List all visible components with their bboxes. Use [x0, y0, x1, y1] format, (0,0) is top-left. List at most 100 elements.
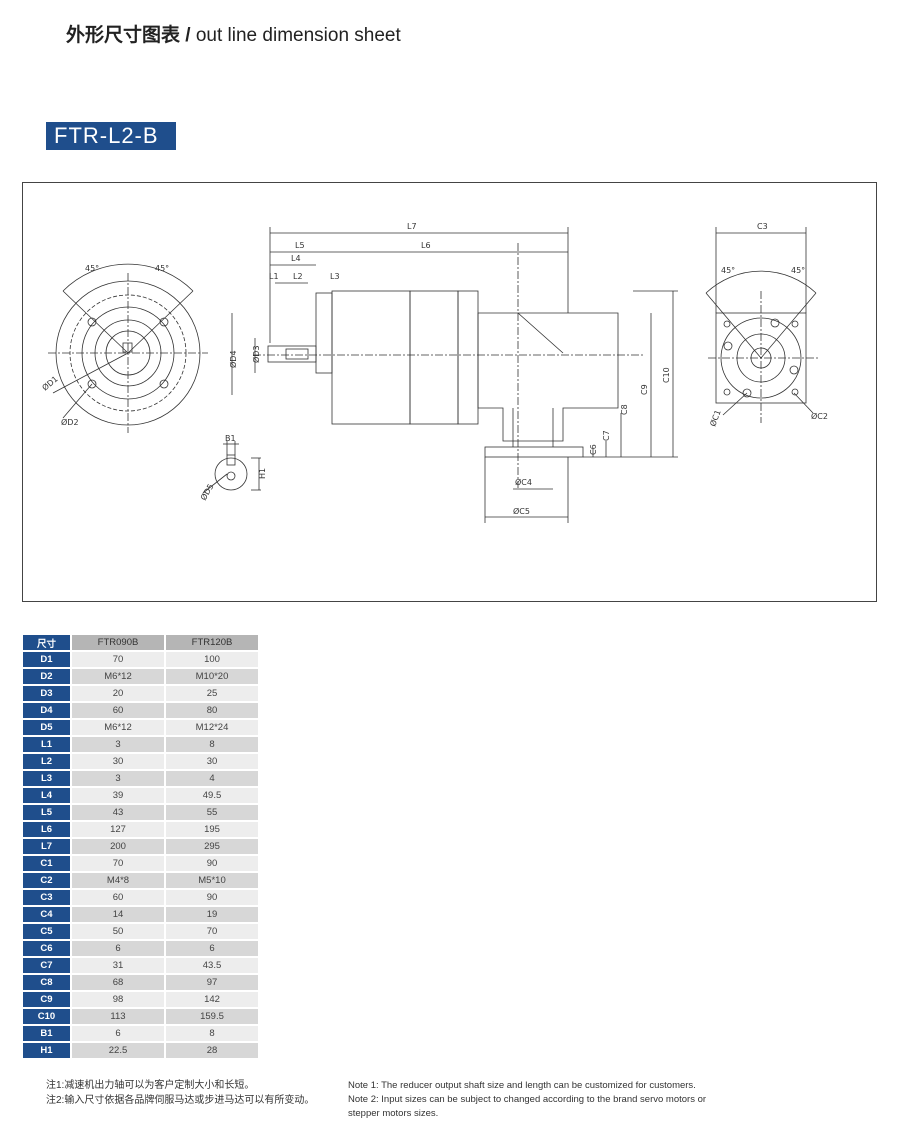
value-ftr090b: 127 [72, 822, 164, 837]
notes-chinese: 注1:减速机出力轴可以为客户定制大小和长短。 注2:输入尺寸依据各品牌伺服马达或… [46, 1078, 314, 1108]
label-c1: ØC1 [707, 408, 722, 427]
dimension-key: C10 [23, 1009, 70, 1024]
value-ftr090b: 70 [72, 856, 164, 871]
input-end-view [705, 227, 818, 423]
dimension-key: L6 [23, 822, 70, 837]
side-view [231, 227, 678, 523]
label-l7: L7 [407, 222, 417, 231]
value-ftr120b: 295 [166, 839, 258, 854]
front-flange-view [48, 263, 208, 433]
dimension-key: L2 [23, 754, 70, 769]
notes-english: Note 1: The reducer output shaft size an… [348, 1079, 708, 1121]
dimension-key: H1 [23, 1043, 70, 1058]
title-separator: / [180, 25, 196, 46]
dimension-key: D1 [23, 652, 70, 667]
value-ftr120b: 97 [166, 975, 258, 990]
dimension-key: D3 [23, 686, 70, 701]
label-c7: C7 [602, 430, 611, 441]
drawing-svg: 45° 45° ØD1 ØD2 B1 H1 ØD5 [40, 222, 828, 523]
value-ftr120b: 90 [166, 890, 258, 905]
value-ftr090b: M6*12 [72, 720, 164, 735]
model-badge: FTR-L2-B [46, 122, 176, 150]
value-ftr120b: 195 [166, 822, 258, 837]
note-en-1: Note 1: The reducer output shaft size an… [348, 1080, 696, 1091]
label-c9: C9 [640, 384, 649, 395]
value-ftr090b: 20 [72, 686, 164, 701]
dimension-key: L1 [23, 737, 70, 752]
dimension-key: D5 [23, 720, 70, 735]
label-c5: ØC5 [513, 506, 530, 516]
dimension-key: L5 [23, 805, 70, 820]
value-ftr120b: 43.5 [166, 958, 258, 973]
value-ftr120b: 80 [166, 703, 258, 718]
dimension-key: L4 [23, 788, 70, 803]
value-ftr090b: 6 [72, 1026, 164, 1041]
title-en: out line dimension sheet [195, 25, 401, 46]
label-c10: C10 [662, 367, 671, 383]
label-d4: ØD4 [228, 350, 238, 368]
dimension-key: D4 [23, 703, 70, 718]
label-c4: ØC4 [515, 477, 532, 487]
label-l5: L5 [295, 241, 305, 250]
dimension-key: C3 [23, 890, 70, 905]
label-d1: ØD1 [40, 374, 60, 393]
value-ftr120b: 159.5 [166, 1009, 258, 1024]
value-ftr120b: 49.5 [166, 788, 258, 803]
dimension-key: C8 [23, 975, 70, 990]
value-ftr120b: M10*20 [166, 669, 258, 684]
value-ftr090b: 98 [72, 992, 164, 1007]
label-c2: ØC2 [811, 411, 828, 421]
value-ftr090b: 6 [72, 941, 164, 956]
shaft-key-detail [202, 441, 261, 494]
dimension-key: C4 [23, 907, 70, 922]
column-header-dimension: 尺寸 [23, 635, 70, 650]
value-ftr090b: 30 [72, 754, 164, 769]
value-ftr120b: 6 [166, 941, 258, 956]
value-ftr120b: 25 [166, 686, 258, 701]
note-cn-1: 注1:减速机出力轴可以为客户定制大小和长短。 [46, 1080, 255, 1091]
angle-label-end-right: 45° [791, 266, 805, 275]
value-ftr090b: 14 [72, 907, 164, 922]
value-ftr090b: 22.5 [72, 1043, 164, 1058]
dimension-key: B1 [23, 1026, 70, 1041]
dimension-key: L7 [23, 839, 70, 854]
value-ftr120b: 8 [166, 1026, 258, 1041]
page-title: 外形尺寸图表 / out line dimension sheet [66, 20, 401, 47]
value-ftr090b: 70 [72, 652, 164, 667]
value-ftr090b: 68 [72, 975, 164, 990]
label-l3: L3 [330, 272, 340, 281]
value-ftr090b: 3 [72, 737, 164, 752]
label-l6: L6 [421, 241, 431, 250]
dimension-key: L3 [23, 771, 70, 786]
value-ftr090b: 3 [72, 771, 164, 786]
value-ftr120b: M12*24 [166, 720, 258, 735]
label-c6: C6 [589, 444, 598, 455]
value-ftr120b: M5*10 [166, 873, 258, 888]
note-cn-2: 注2:输入尺寸依据各品牌伺服马达或步进马达可以有所变动。 [46, 1095, 315, 1106]
value-ftr090b: 43 [72, 805, 164, 820]
value-ftr120b: 19 [166, 907, 258, 922]
label-h1: H1 [258, 468, 267, 479]
label-c8: C8 [620, 404, 629, 415]
dimension-key: C9 [23, 992, 70, 1007]
value-ftr090b: M6*12 [72, 669, 164, 684]
value-ftr090b: 39 [72, 788, 164, 803]
